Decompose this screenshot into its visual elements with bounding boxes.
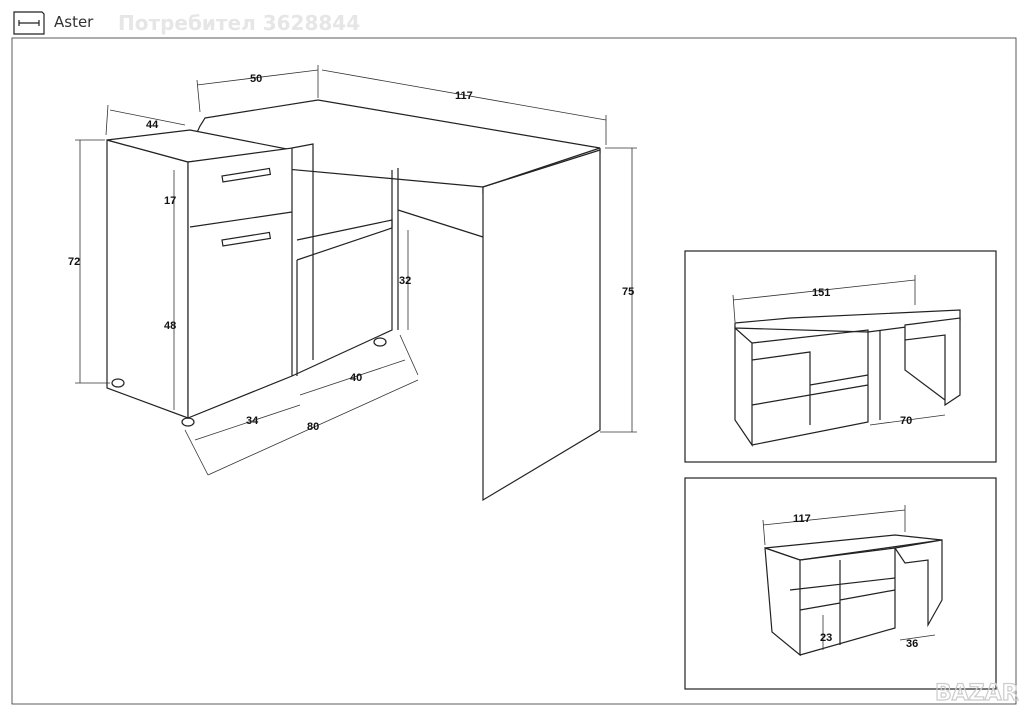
dim-drawer: 17 (164, 195, 176, 207)
drawing-frame (11, 37, 1017, 705)
watermark-user: Потребител 3628844 (118, 11, 360, 35)
dim-extended-width: 151 (812, 287, 830, 299)
product-title: Aster (54, 13, 94, 31)
dim-compact-leg: 36 (906, 638, 918, 650)
bazar-logo: BAZAR (935, 681, 1019, 706)
dim-cab-width: 80 (307, 421, 319, 433)
compact-layout-view: 117 23 36 (684, 477, 997, 690)
dim-desk-height: 75 (622, 286, 634, 298)
dim-depth-top: 50 (250, 73, 262, 85)
main-desk-view: 50 117 44 72 17 48 32 75 40 34 80 (68, 65, 637, 502)
dimension-icon (13, 11, 45, 35)
dim-shelf: 32 (399, 275, 411, 287)
dim-cab-height: 72 (68, 256, 80, 268)
dim-width-top: 117 (455, 90, 473, 102)
dim-cab-depth: 44 (146, 119, 159, 131)
extended-layout-view: 151 70 (684, 250, 997, 463)
dim-door: 48 (164, 320, 176, 332)
dim-cab-front: 34 (246, 415, 259, 427)
dim-compact-shelf: 23 (820, 632, 832, 644)
dim-cab-side: 40 (350, 372, 362, 384)
dim-compact-width: 117 (793, 513, 811, 525)
dim-extended-leg: 70 (900, 415, 912, 427)
